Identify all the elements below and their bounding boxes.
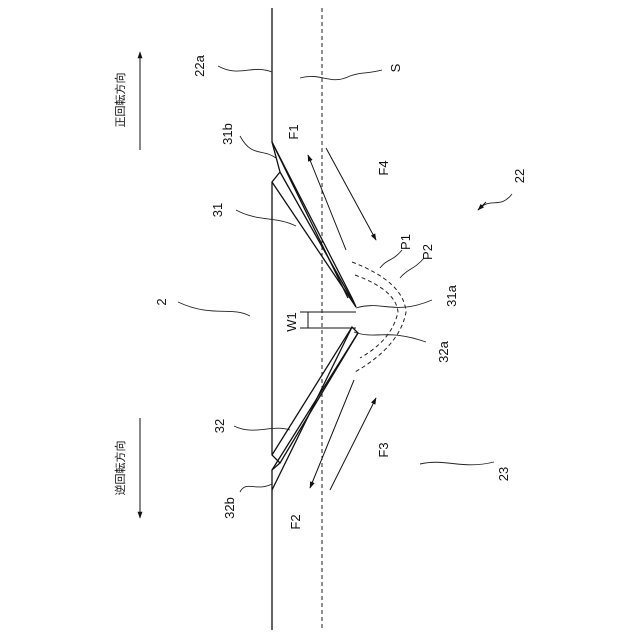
leader-s — [300, 70, 382, 80]
arrow-f2 — [310, 380, 354, 488]
curve-p2 — [352, 262, 406, 372]
label-23: 23 — [496, 467, 511, 481]
edge-line-22a — [272, 8, 280, 630]
label-22: 22 — [512, 169, 527, 183]
label-f3: F3 — [376, 442, 391, 457]
label-s: S — [388, 63, 403, 72]
label-f4: F4 — [376, 160, 391, 175]
leader-2 — [178, 302, 250, 316]
label-31a: 31a — [444, 284, 459, 306]
arrow-f3 — [330, 398, 376, 490]
curve-p1 — [355, 275, 398, 358]
leader-p2 — [400, 258, 424, 278]
leader-22-arrowhead — [478, 202, 486, 210]
label-31: 31 — [210, 203, 225, 217]
arrow-f4 — [326, 148, 376, 240]
leader-22 — [478, 194, 512, 210]
leader-31a — [356, 300, 432, 308]
leader-p1 — [380, 250, 402, 268]
label-f2: F2 — [288, 514, 303, 529]
leader-22a — [218, 66, 272, 72]
label-32a: 32a — [436, 340, 451, 362]
label-31b: 31b — [220, 123, 235, 145]
forward-direction-label: 正回転方向 — [113, 73, 127, 128]
leader-32a — [354, 332, 426, 342]
leader-32 — [234, 426, 290, 430]
label-32: 32 — [212, 419, 227, 433]
label-w1: W1 — [284, 312, 299, 332]
reverse-direction-label: 逆回転方向 — [113, 441, 127, 496]
leader-23 — [420, 462, 494, 465]
label-f1: F1 — [286, 124, 301, 139]
groove-32 — [272, 327, 358, 470]
groove-31-inner-line — [280, 172, 356, 307]
label-2: 2 — [154, 298, 169, 305]
leader-31b — [240, 136, 276, 158]
label-p2: P2 — [420, 244, 435, 260]
leader-31 — [236, 210, 296, 226]
leader-32b — [240, 484, 272, 492]
groove-31-outer-line — [272, 142, 348, 298]
label-22a: 22a — [192, 54, 207, 76]
label-32b: 32b — [222, 497, 237, 519]
label-p1: P1 — [398, 234, 413, 250]
arrow-f1 — [308, 155, 346, 250]
groove-32-outer-line — [272, 327, 352, 490]
